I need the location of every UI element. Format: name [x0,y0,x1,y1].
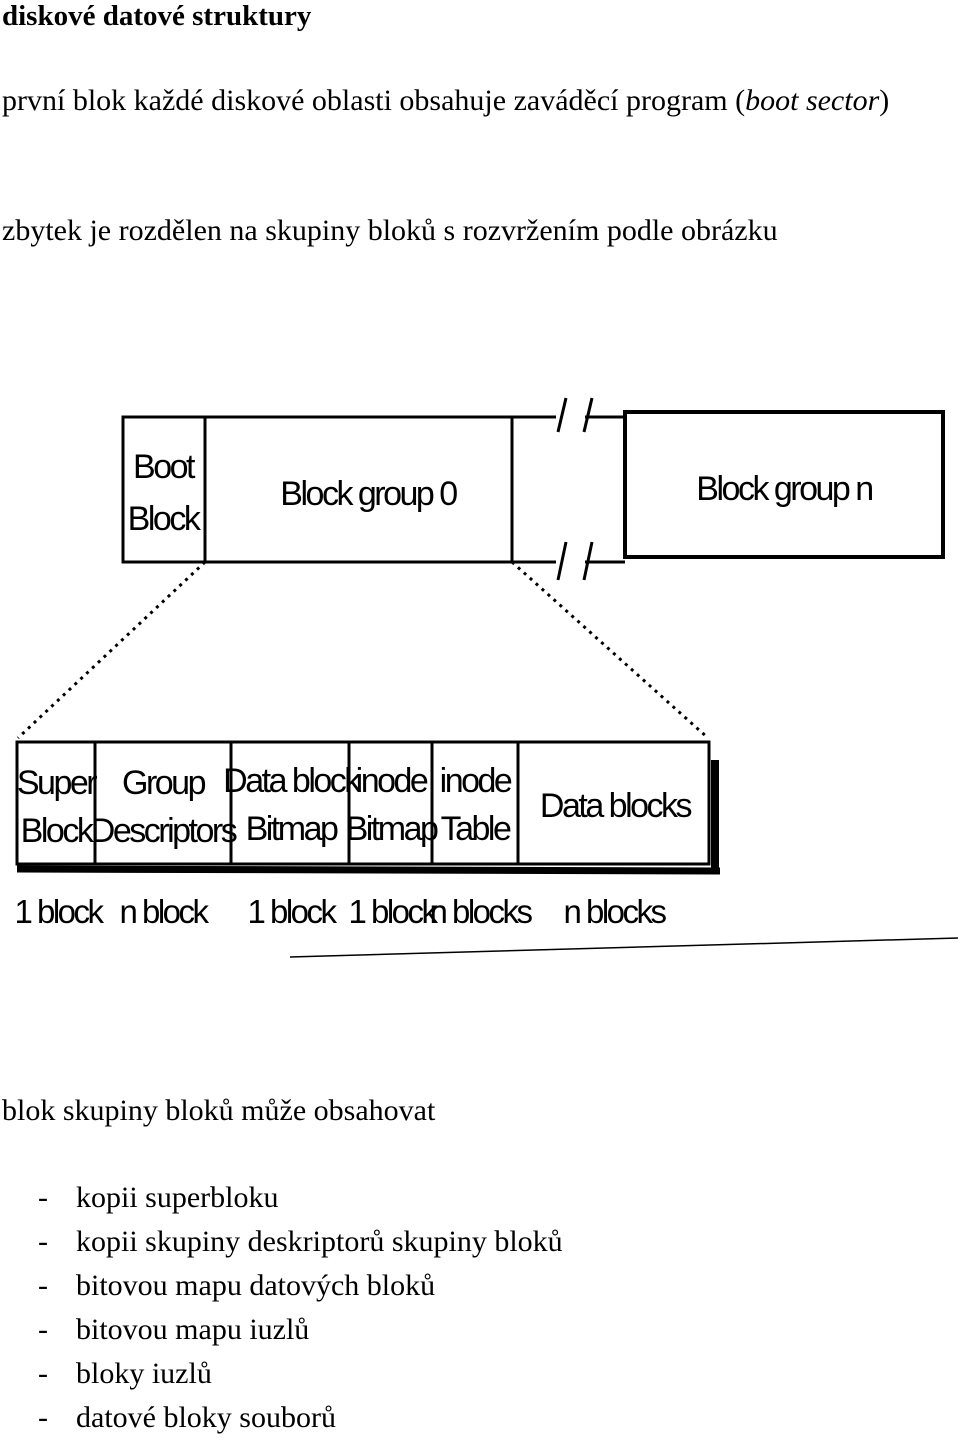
cell-inode-bitmap-line2: Bitmap [346,810,438,848]
expansion-lines [16,560,710,740]
block-group-n-box [623,410,945,559]
intro-text: první blok každé diskové oblasti obsahuj… [2,84,746,117]
contents-paragraph: blok skupiny bloků může obsahovat [2,1094,436,1127]
bottom-row-frame [15,740,711,866]
top-row [121,397,945,581]
size-data-blocks: n blocks [563,893,666,930]
intro-close: ) [879,84,890,117]
list-item-text: bloky iuzlů [76,1357,212,1390]
cell-group-descriptors-line2: Descriptors [91,812,237,850]
expansion-line-right [510,560,710,740]
list-item: -bloky iuzlů [0,1352,563,1396]
expansion-line-left [16,560,207,740]
bottom-row-shadow [16,865,721,875]
cell-data-block-bitmap-line1: Data block [223,762,362,800]
list-item: -bitovou mapu datových bloků [0,1264,563,1308]
bottom-row [15,740,721,875]
layout-paragraph: zbytek je rozdělen na skupiny bloků s ro… [2,214,778,247]
block-group-diagram: Boot Block Block group 0 Block group n S… [14,397,959,958]
list-item: -kopii skupiny deskriptorů skupiny bloků [0,1220,563,1264]
cell-group-descriptors-line1: Group [122,764,206,802]
page-title: diskové datové struktury [2,0,312,32]
intro-paragraph: první blok každé diskové oblasti obsahuj… [2,80,942,122]
list-dash: - [38,1401,48,1434]
size-inode-table: n blocks [429,893,532,930]
list-item-text: kopii skupiny deskriptorů skupiny bloků [76,1225,563,1258]
cell-super-block-line1: Super [17,764,97,802]
boot-block-box [121,415,207,564]
cell-data-block-bitmap-line2: Bitmap [246,810,338,848]
list-item-text: bitovou mapu datových bloků [76,1269,436,1302]
block-group-n-label: Block group n [696,470,872,508]
cell-data-blocks-line1: Data blocks [540,787,692,825]
intro-italic-term: boot sector [745,84,880,117]
list-item: -kopii superbloku [0,1176,563,1220]
boot-block-label-line1: Boot [133,448,196,486]
list-dash: - [38,1313,48,1346]
contents-list: -kopii superbloku -kopii skupiny deskrip… [0,1176,563,1440]
list-dash: - [38,1181,48,1214]
cell-inode-bitmap-line1: inode [356,762,428,800]
cell-super-block-line2: Block [21,812,95,850]
size-group-descriptors: n block [119,893,209,930]
size-data-block-bitmap: 1 block [247,893,337,930]
break-mark-bottom-2 [582,541,594,581]
break-mark-top-2 [582,397,594,433]
cell-inode-table-line1: inode [440,762,512,800]
boot-block-label-line2: Block [128,500,202,538]
list-item-text: kopii superbloku [76,1181,279,1214]
size-super-block: 1 block [14,893,104,930]
list-dash: - [38,1357,48,1390]
break-mark-bottom-1 [556,541,568,581]
list-dash: - [38,1225,48,1258]
list-item: -bitovou mapu iuzlů [0,1308,563,1352]
scan-rule [289,937,959,958]
list-item-text: datové bloky souborů [76,1401,336,1434]
block-group-0-label: Block group 0 [280,475,457,513]
break-mark-top-1 [556,397,568,433]
cell-inode-table-line2: Table [441,810,511,848]
size-inode-bitmap: 1 block [348,893,438,930]
list-dash: - [38,1269,48,1302]
list-item: -datové bloky souborů [0,1396,563,1440]
list-item-text: bitovou mapu iuzlů [76,1313,310,1346]
